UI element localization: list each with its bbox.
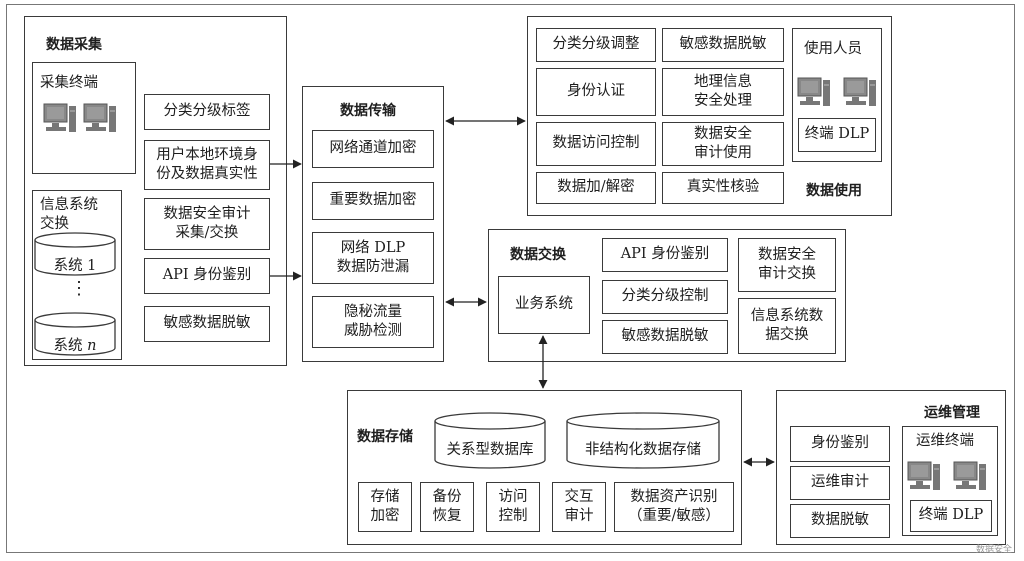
exchange-item-api-auth: API 身份鉴别 <box>602 238 728 272</box>
data-transfer-title: 数据传输 <box>340 103 396 119</box>
storage-item-interaction-audit: 交互 审计 <box>552 482 606 532</box>
ops-item-audit: 运维审计 <box>790 466 890 500</box>
watermark-text: 数据安全 <box>975 545 1012 555</box>
relational-db-cylinder: 关系型数据库 <box>434 412 546 470</box>
collect-item-audit: 数据安全审计 采集/交换 <box>144 198 270 250</box>
exchange-item-info-system: 信息系统数 据交换 <box>738 298 836 354</box>
usage-item-audit-use: 数据安全 审计使用 <box>662 122 784 166</box>
info-system-exchange-label: 信息系统 交换 <box>40 197 98 232</box>
cylinder-shape <box>34 232 116 276</box>
relational-db-label: 关系型数据库 <box>446 442 534 458</box>
system-1-cylinder: 系统 1 <box>34 232 116 276</box>
computer-icon <box>843 77 876 106</box>
computer-icon <box>43 103 76 132</box>
transfer-item-network-dlp: 网络 DLP 数据防泄漏 <box>312 232 434 284</box>
unstructured-storage-cylinder: 非结构化数据存储 <box>566 412 720 470</box>
usage-users-label: 使用人员 <box>804 41 862 57</box>
computer-icon <box>83 103 116 132</box>
storage-item-asset-identification: 数据资产识别 （重要/敏感） <box>614 482 734 532</box>
computer-icon <box>797 77 830 106</box>
data-collection-title: 数据采集 <box>46 37 102 53</box>
cylinder-shape <box>34 312 116 356</box>
unstructured-storage-label: 非结构化数据存储 <box>585 442 701 458</box>
collect-item-label: 分类分级标签 <box>144 94 270 130</box>
usage-item-identity-auth: 身份认证 <box>536 68 656 116</box>
transfer-item-channel-encryption: 网络通道加密 <box>312 130 434 168</box>
ops-terminal-dlp: 终端 DLP <box>910 500 992 532</box>
collection-terminal-label: 采集终端 <box>40 75 98 91</box>
exchange-item-masking: 敏感数据脱敏 <box>602 320 728 354</box>
collect-item-api-auth: API 身份鉴别 <box>144 258 270 294</box>
system-n-label: 系统 n <box>34 334 116 355</box>
exchange-item-classification-control: 分类分级控制 <box>602 280 728 314</box>
outer-frame <box>6 4 1015 553</box>
system-n-variable: n <box>87 338 97 354</box>
usage-item-authenticity: 真实性核验 <box>662 172 784 204</box>
computer-icon <box>907 461 940 490</box>
collect-item-user-env: 用户本地环境身 份及数据真实性 <box>144 140 270 190</box>
usage-item-classification-adjust: 分类分级调整 <box>536 28 656 62</box>
cylinder-shape <box>566 412 720 469</box>
ops-item-masking: 数据脱敏 <box>790 504 890 538</box>
system-1-label: 系统 1 <box>53 258 97 274</box>
usage-item-masking: 敏感数据脱敏 <box>662 28 784 62</box>
ops-item-identity-auth: 身份鉴别 <box>790 426 890 462</box>
system-n-cylinder: 系统 n <box>34 312 116 356</box>
exchange-business-system: 业务系统 <box>498 276 590 334</box>
usage-item-geo-info: 地理信息 安全处理 <box>662 68 784 116</box>
usage-item-encrypt-decrypt: 数据加/解密 <box>536 172 656 204</box>
transfer-item-covert-traffic: 隐秘流量 威胁检测 <box>312 296 434 348</box>
usage-terminal-dlp: 终端 DLP <box>798 118 876 152</box>
usage-item-access-control: 数据访问控制 <box>536 122 656 166</box>
collect-item-masking: 敏感数据脱敏 <box>144 306 270 342</box>
storage-item-backup: 备份 恢复 <box>420 482 474 532</box>
computer-icon <box>953 461 986 490</box>
data-exchange-title: 数据交换 <box>510 247 566 263</box>
storage-item-access-control: 访问 控制 <box>486 482 540 532</box>
exchange-item-audit: 数据安全 审计交换 <box>738 238 836 292</box>
data-usage-title: 数据使用 <box>806 183 862 199</box>
system-n-text: 系统 <box>53 338 83 354</box>
transfer-item-important-encryption: 重要数据加密 <box>312 182 434 220</box>
cylinder-shape <box>434 412 546 469</box>
ops-terminal-label: 运维终端 <box>916 433 974 449</box>
data-storage-title: 数据存储 <box>357 429 413 445</box>
ellipsis-dots: ⋮ <box>70 278 88 299</box>
storage-item-encryption: 存储 加密 <box>358 482 412 532</box>
ops-management-title: 运维管理 <box>924 405 980 421</box>
